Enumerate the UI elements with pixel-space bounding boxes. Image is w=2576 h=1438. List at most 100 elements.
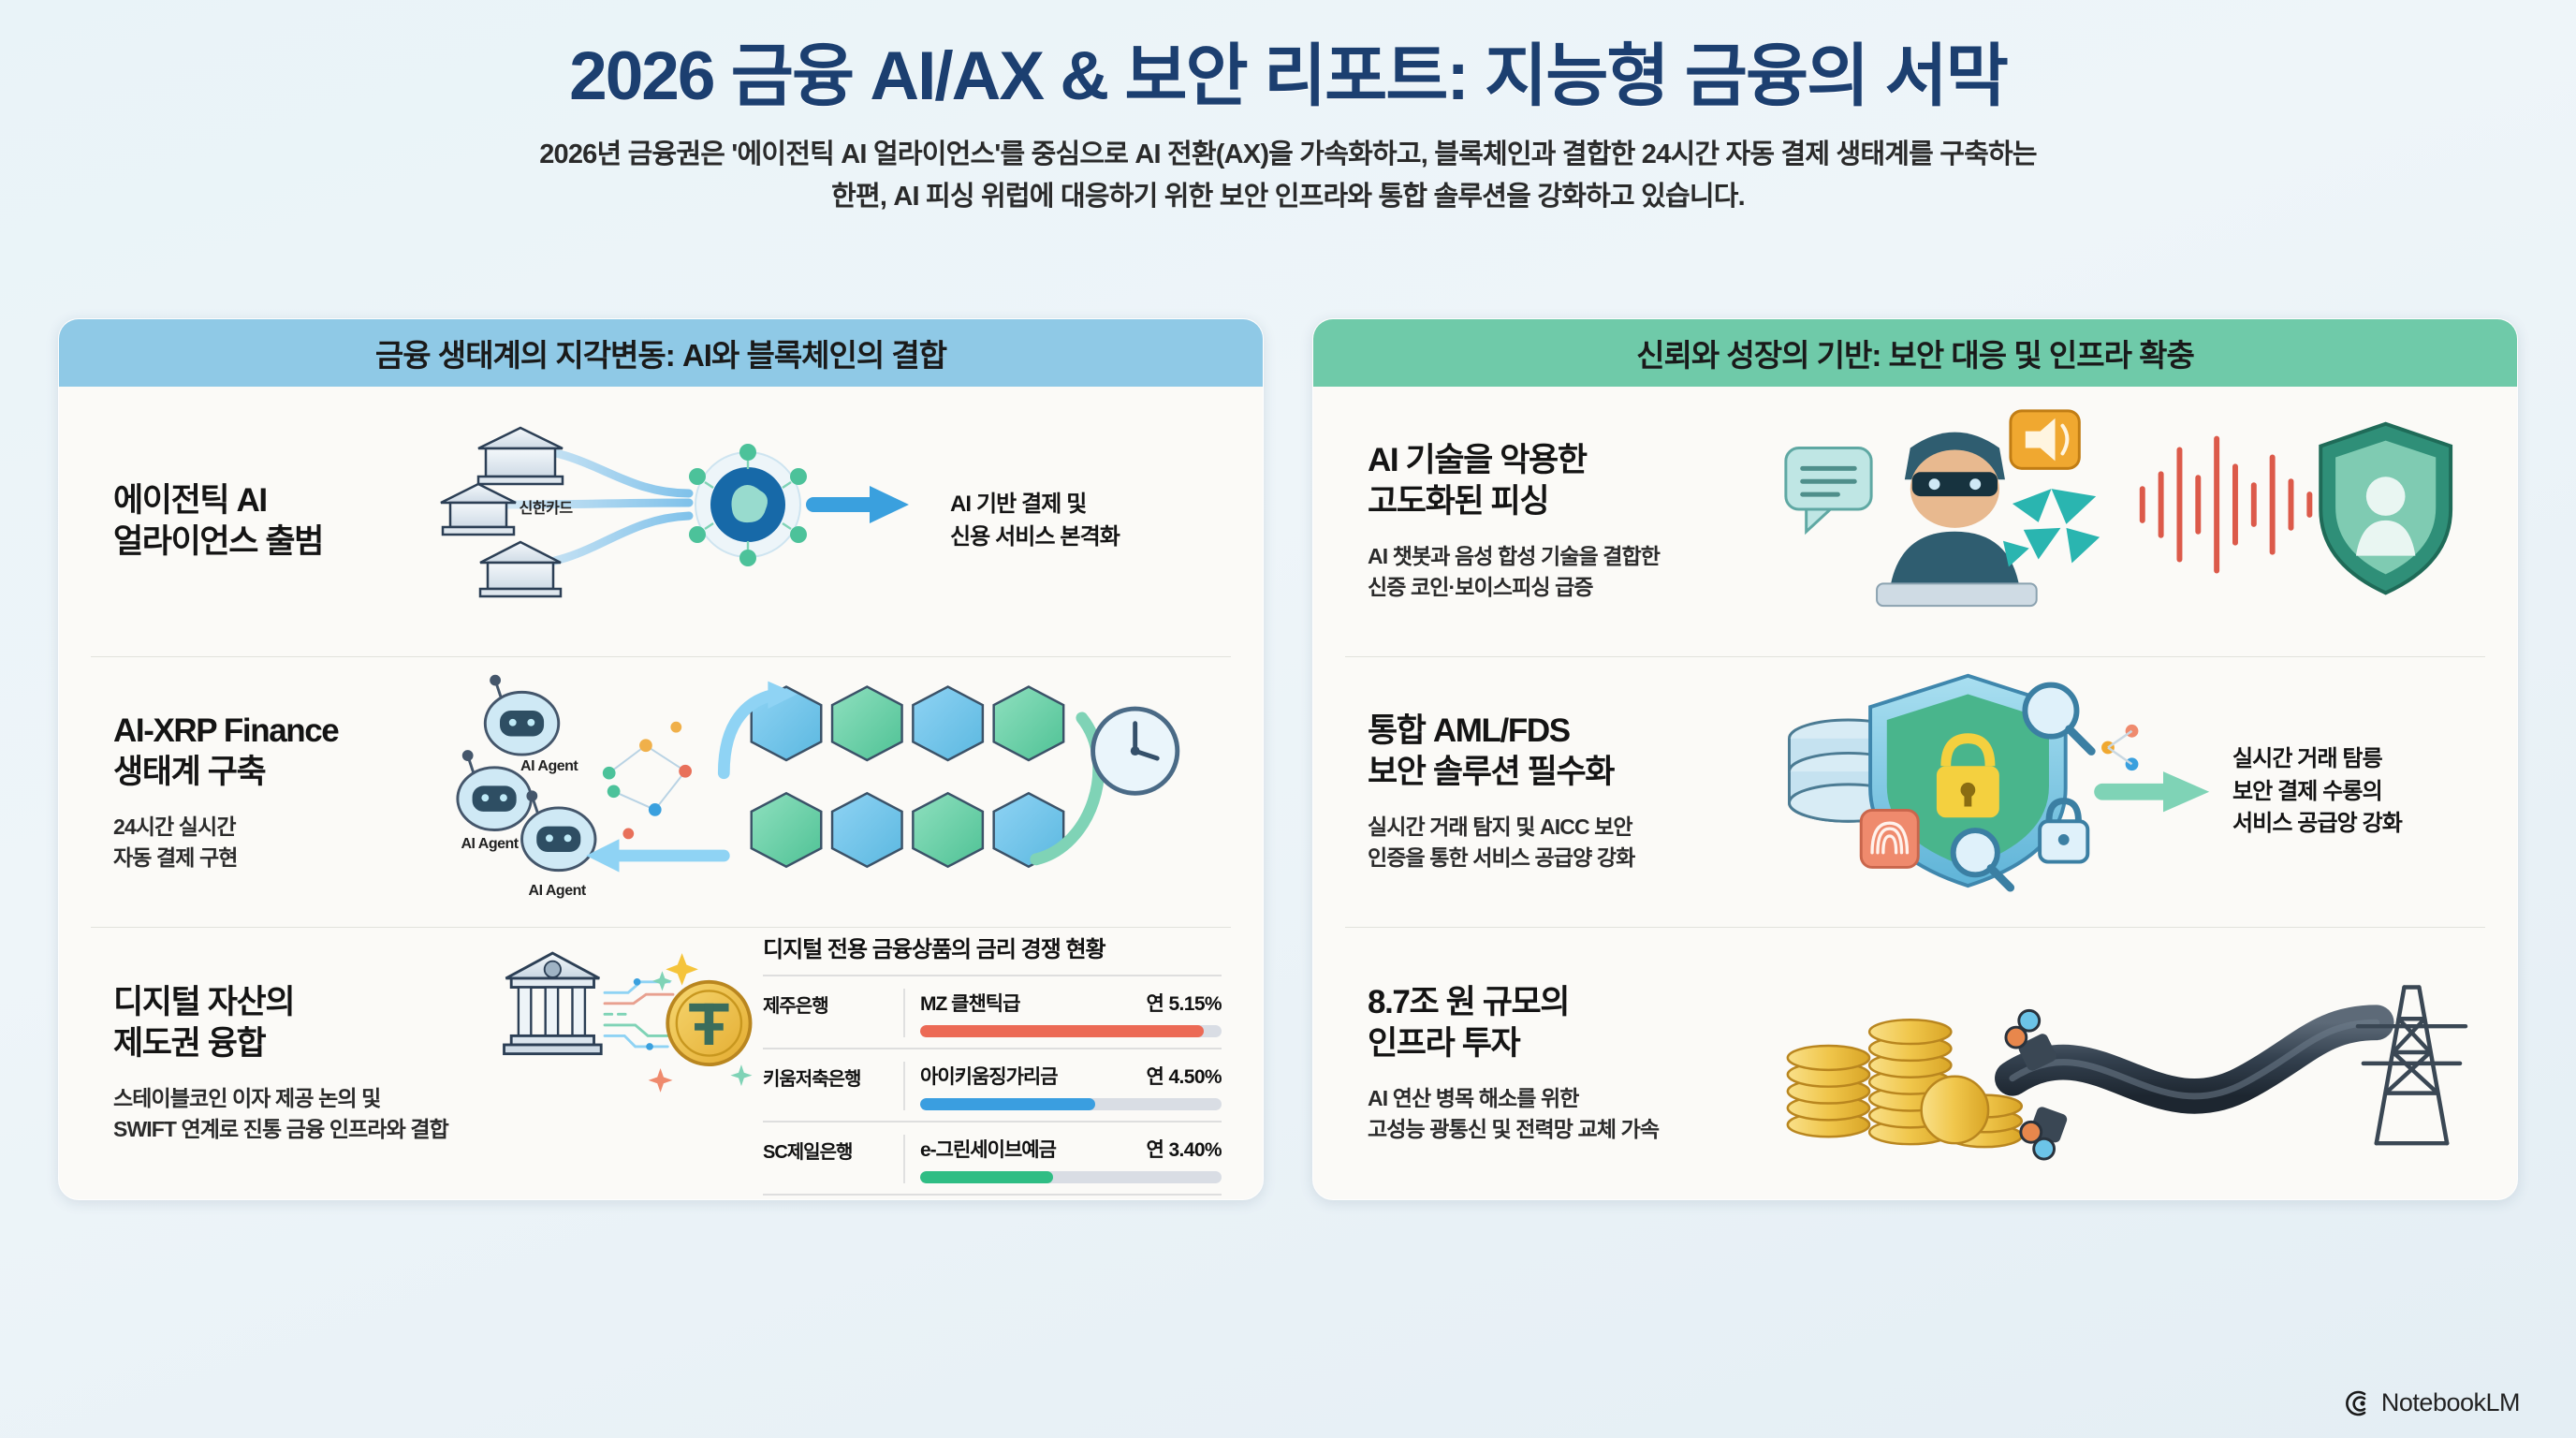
speaker-sound-icon: [2009, 409, 2081, 470]
right-row-2-sub-line-2: 인증을 통한 서비스 공급양 강화: [1368, 845, 1635, 871]
left-row-3-title: 디지털 자산의 제도권 융합: [113, 982, 493, 1064]
left-row-3-title-line-1: 디지털 자산의: [113, 983, 296, 1020]
blockchain-cube-icon: [912, 685, 985, 762]
search-magnifier-icon: [2022, 682, 2096, 756]
left-row-3-text: 디지털 자산의 제도권 융합 스테이블코인 이자 제공 논의 및 SWIFT 연…: [91, 982, 493, 1145]
right-panel-body: AI 기술을 악용한 고도화된 피싱 AI 챗봇과 음성 합성 기술을 결합한 …: [1313, 387, 2517, 1199]
rate-bar-track: [920, 1098, 1222, 1110]
right-panel: 신뢰와 성장의 기반: 보안 대응 및 인프라 확충 AI 기술을 악용한 고도…: [1312, 318, 2518, 1200]
left-row-2-title: AI-XRP Finance 생태계 구축: [113, 711, 437, 793]
rate-product-name: MZ 클챈틱급: [920, 993, 1020, 1015]
page-title: 2026 금융 AI/AX & 보안 리포트: 지능형 금융의 서막: [569, 38, 2009, 114]
cable-end-icon: [2019, 1107, 2068, 1161]
rate-value: 연 3.40%: [1146, 1139, 1222, 1161]
coins-fiber-cable-powergrid-icon: [1786, 985, 2468, 1161]
left-row-2-sub-line-1: 24시간 실시간: [113, 814, 236, 840]
left-row-2-text: AI-XRP Finance 생태계 구축 24시간 실시간 자동 결제 구현: [91, 711, 437, 873]
left-row-2-subtitle: 24시간 실시간 자동 결제 구현: [113, 812, 437, 873]
blockchain-cube-icon: [912, 791, 985, 869]
hacker-figure-icon: [1876, 432, 2038, 608]
rate-value: 연 4.50%: [1146, 1066, 1222, 1088]
blockchain-cube-icon: [830, 685, 903, 762]
rate-product-name: 아이키움징가리금: [920, 1066, 1059, 1088]
left-row-3-sub-line-1: 스테이블코인 이자 제공 논의 및: [113, 1085, 381, 1110]
right-row-3-title-line-2: 인프라 투자: [1368, 1024, 1521, 1062]
search-magnifier-icon: [1950, 828, 2015, 892]
left-row-3-illustration: [493, 933, 763, 1193]
bank-stablecoin-link-icon: [503, 951, 753, 1093]
power-pylon-icon: [2355, 985, 2468, 1146]
left-row-1-text: 에이전틱 AI 얼라이언스 출범: [91, 480, 437, 563]
left-row-3-sub-line-2: SWIFT 연계로 진통 금융 인프라와 결합: [113, 1116, 449, 1141]
left-row-1-illustration: 신한카드: [437, 392, 950, 651]
right-row-2-sub-line-1: 실시간 거래 탐지 및 AICC 보안: [1368, 814, 1633, 840]
left-row-1-title: 에이전틱 AI 얼라이언스 출범: [113, 480, 437, 563]
left-row-1-caption-line-2: 신용 서비스 본격화: [950, 524, 1120, 550]
bank-to-ai-brain-diagram-icon: [440, 426, 909, 598]
right-row-2-title-line-2: 보안 솔루션 필수화: [1368, 754, 1615, 791]
page-header: 2026 금융 AI/AX & 보안 리포트: 지능형 금융의 서막 2026년…: [0, 0, 2576, 218]
right-row-3-sub-line-2: 고성능 광통신 및 전력망 교체 가속: [1368, 1116, 1660, 1141]
left-panel-header: 금융 생태계의 지각변동: AI와 블록체인의 결합: [59, 319, 1263, 387]
left-row-2-title-line-1: AI-XRP Finance: [113, 712, 340, 750]
right-row-aml-fds: 통합 AML/FDS 보안 솔루션 필수화 실시간 거래 탐지 및 AICC 보…: [1345, 657, 2485, 928]
bank-building-icon: [476, 426, 564, 486]
left-row-1-title-line-1: 에이전틱 AI: [113, 481, 268, 519]
rate-product-name: e-그린세이브예금: [920, 1139, 1057, 1161]
left-row-3-title-line-2: 제도권 융합: [113, 1024, 267, 1062]
bank-building-icon: [503, 951, 603, 1056]
table-row: SC제일은행 e-그린세이브예금 연 3.40%: [763, 1121, 1222, 1196]
fingerprint-icon: [1859, 808, 1920, 869]
rate-bar-track: [920, 1025, 1222, 1037]
phishing-hacker-voice-shield-icon: [1784, 409, 2453, 608]
right-row-3-illustration: [1748, 933, 2485, 1193]
right-row-3-subtitle: AI 연산 병목 해소를 위한 고성능 광통신 및 전력망 교체 가속: [1368, 1083, 1748, 1144]
rate-bar-fill: [920, 1171, 1053, 1183]
left-row-1-caption: AI 기반 결제 및 신용 서비스 본격화: [950, 489, 1231, 553]
left-panel-body: 에이전틱 AI 얼라이언스 출범: [59, 387, 1263, 1199]
right-row-3-title-line-1: 8.7조 원 규모의: [1368, 983, 1571, 1020]
blockchain-cube-icon: [750, 791, 823, 869]
interest-rate-table: 디지털 전용 금융상품의 금리 경쟁 현황 제주은행 MZ 클챈틱급 연 5.1…: [763, 931, 1231, 1196]
ai-agent-label: AI Agent: [528, 882, 587, 899]
left-row-3-subtitle: 스테이블코인 이자 제공 논의 및 SWIFT 연계로 진통 금융 인프라와 결…: [113, 1083, 493, 1144]
ai-agent-robot-icon: [520, 790, 597, 873]
bank-brand-label: 신한카드: [519, 501, 573, 518]
rate-bar-fill: [920, 1098, 1095, 1110]
left-row-2-illustration: AI Agent AI Agent AI Agent: [437, 663, 1231, 921]
right-row-2-caption-line-2: 보안 결제 수롱의: [2232, 778, 2383, 804]
left-row-2-title-line-2: 생태계 구축: [113, 754, 267, 791]
chat-bubble-icon: [1784, 447, 1873, 536]
table-row: 제주은행 MZ 클챈틱급 연 5.15%: [763, 975, 1222, 1048]
left-row-1-caption-line-1: AI 기반 결제 및: [950, 492, 1087, 518]
aml-fds-security-shield-icon: [1788, 673, 2210, 892]
cable-end-icon: [2004, 1008, 2056, 1071]
right-row-2-title-line-1: 통합 AML/FDS: [1368, 712, 1571, 750]
right-row-1-title-line-2: 고도화된 피싱: [1368, 483, 1550, 521]
panels-container: 금융 생태계의 지각변동: AI와 블록체인의 결합 에이전틱 AI 얼라이언스…: [0, 318, 2576, 1200]
right-row-1-title-line-1: AI 기술을 악용한: [1368, 442, 1588, 479]
rate-bank-name: SC제일은행: [763, 1142, 853, 1163]
right-row-2-title: 통합 AML/FDS 보안 솔루션 필수화: [1368, 711, 1748, 793]
rate-bar-fill: [920, 1025, 1204, 1037]
ai-agents-blockchain-diagram-icon: [456, 674, 1180, 873]
right-row-1-sub-line-1: AI 챗봇과 음성 합성 기술을 결합한: [1368, 544, 1661, 569]
clock-icon: [1090, 706, 1180, 796]
left-row-agentic-ai: 에이전틱 AI 얼라이언스 출범: [91, 387, 1231, 657]
right-row-1-text: AI 기술을 악용한 고도화된 피싱 AI 챗봇과 음성 합성 기술을 결합한 …: [1345, 440, 1748, 603]
left-row-1-title-line-2: 얼라이언스 출범: [113, 523, 324, 560]
ai-agent-label: AI Agent: [520, 758, 578, 775]
ai-agent-robot-icon: [456, 750, 533, 831]
rate-table-title: 디지털 전용 금융상품의 금리 경쟁 현황: [763, 937, 1106, 962]
right-row-2-caption: 실시간 거래 탐릉 보안 결제 수롱의 서비스 공급앙 강화: [2232, 743, 2485, 841]
rate-bank-name: 제주은행: [763, 996, 829, 1017]
lock-icon: [2038, 798, 2090, 864]
right-row-2-illustration: [1748, 663, 2232, 921]
coin-stack-icon: [1786, 1019, 2024, 1149]
rate-bar-track: [920, 1171, 1222, 1183]
left-row-2-sub-line-2: 자동 결제 구현: [113, 845, 238, 871]
right-row-1-subtitle: AI 챗봇과 음성 합성 기술을 결합한 신증 코인·보이스피싱 급증: [1368, 541, 1748, 602]
right-row-infra-investment: 8.7조 원 규모의 인프라 투자 AI 연산 병목 해소를 위한 고성능 광통…: [1345, 928, 2485, 1198]
right-row-2-caption-line-3: 서비스 공급앙 강화: [2232, 811, 2403, 837]
left-panel: 금융 생태계의 지각변동: AI와 블록체인의 결합 에이전틱 AI 얼라이언스…: [58, 318, 1264, 1200]
